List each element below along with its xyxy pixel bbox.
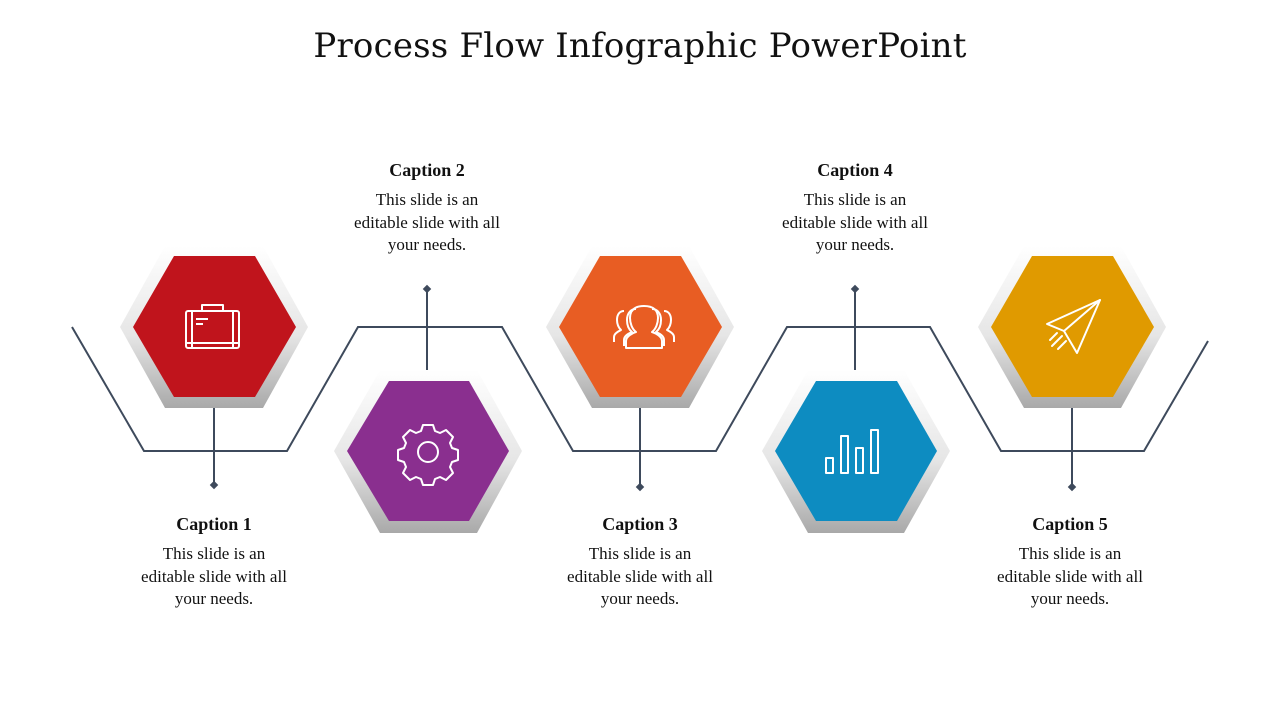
bar-chart-icon [825,429,879,474]
stem-3 [635,398,645,492]
stem-4 [850,284,860,382]
caption-body: This slide is an editable slide with all… [997,544,1143,608]
hexagon-step-5 [978,246,1166,408]
caption-body: This slide is an editable slide with all… [354,190,500,254]
caption-title: Caption 3 [602,514,678,534]
caption-block-5: Caption 5 This slide is an editable slid… [970,513,1170,611]
caption-title: Caption 1 [176,514,252,534]
users-icon [613,305,675,349]
paper-plane-icon [1046,299,1101,354]
caption-block-1: Caption 1 This slide is an editable slid… [114,513,314,611]
hexagon-step-2 [334,370,522,533]
stem-2 [422,284,432,382]
gear-icon [397,424,459,486]
caption-block-3: Caption 3 This slide is an editable slid… [540,513,740,611]
slide-title: Process Flow Infographic PowerPoint [313,26,967,66]
hexagon-step-3 [546,246,734,408]
caption-body: This slide is an editable slide with all… [141,544,287,608]
briefcase-icon [185,304,240,349]
caption-title: Caption 5 [1032,514,1108,534]
caption-body: This slide is an editable slide with all… [567,544,713,608]
caption-title: Caption 2 [389,160,465,180]
zigzag-connector [71,326,1209,452]
caption-block-2: Caption 2 This slide is an editable slid… [327,159,527,257]
stem-1 [209,398,219,490]
hexagon-step-4 [762,370,950,533]
caption-body: This slide is an editable slide with all… [782,190,928,254]
hexagon-step-1 [120,246,308,408]
stem-5 [1067,398,1077,492]
caption-block-4: Caption 4 This slide is an editable slid… [755,159,955,257]
caption-title: Caption 4 [817,160,893,180]
